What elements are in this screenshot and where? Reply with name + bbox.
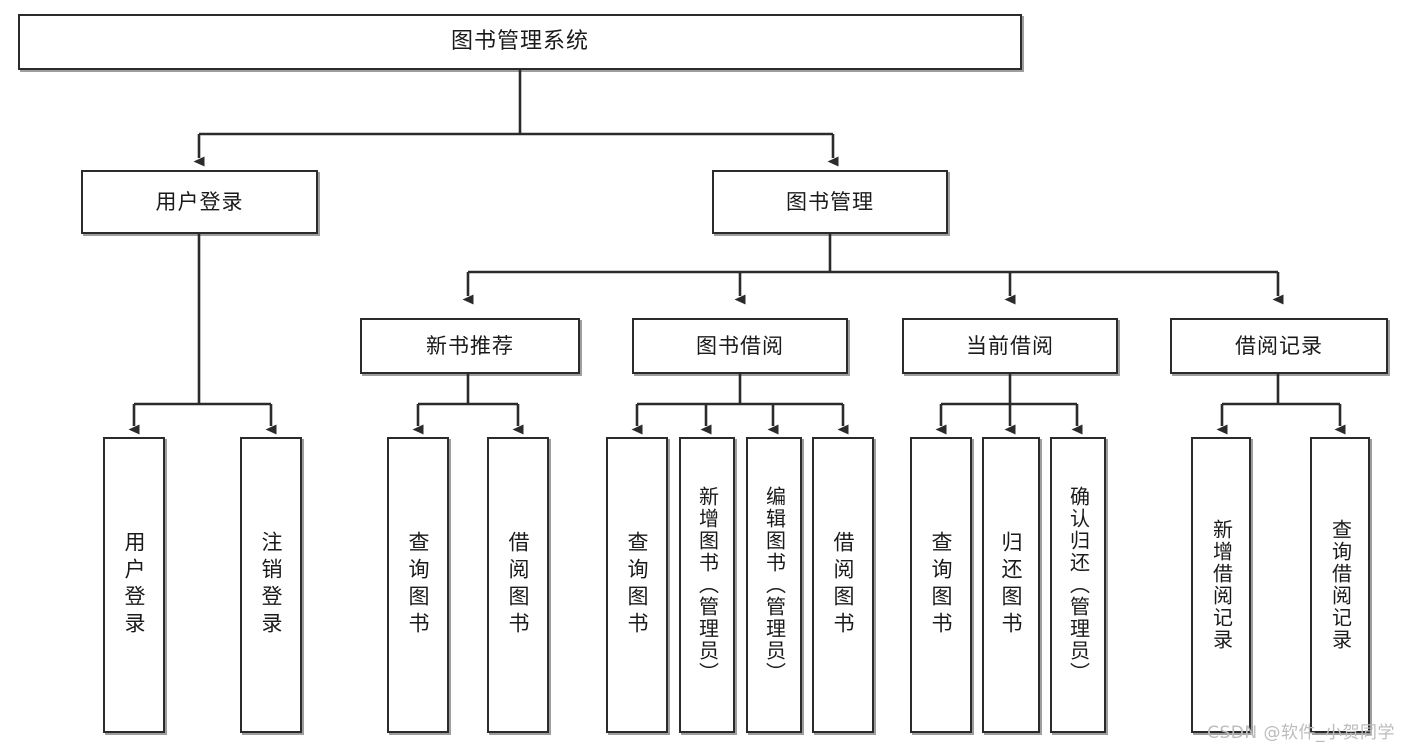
node-label: 注销登录 <box>259 531 284 639</box>
node-label: 图书管理 <box>786 189 874 214</box>
node-label: 借阅图书 <box>506 531 531 639</box>
node-label: 当前借阅 <box>966 333 1054 358</box>
node-label: 用户登录 <box>155 189 244 214</box>
leaf-borrow-book-new-book[interactable]: 借阅图书 <box>487 437 549 733</box>
node-label: 借阅图书 <box>831 531 856 639</box>
node-label: 新增图书（管理员） <box>695 486 720 684</box>
node-label: 归还图书 <box>999 531 1024 639</box>
leaf-query-book-borrow[interactable]: 查询图书 <box>606 437 668 733</box>
leaf-add-borrow-record[interactable]: 新增借阅记录 <box>1191 437 1251 733</box>
node-book-borrow[interactable]: 图书借阅 <box>632 318 848 374</box>
node-new-book-recommend[interactable]: 新书推荐 <box>360 318 580 374</box>
node-label: 新书推荐 <box>426 333 514 358</box>
node-label: 图书借阅 <box>696 333 784 358</box>
leaf-logout[interactable]: 注销登录 <box>240 437 302 733</box>
leaf-query-borrow-record[interactable]: 查询借阅记录 <box>1310 437 1370 733</box>
node-label: 查询图书 <box>625 531 650 639</box>
node-label: 查询借阅记录 <box>1328 519 1353 651</box>
watermark: CSDN @软件_小贺同学 <box>1207 723 1395 743</box>
node-user-login[interactable]: 用户登录 <box>81 170 318 234</box>
leaf-query-book-new-book[interactable]: 查询图书 <box>387 437 449 733</box>
leaf-return-book[interactable]: 归还图书 <box>982 437 1040 733</box>
node-current-borrow[interactable]: 当前借阅 <box>902 318 1118 374</box>
node-label: 编辑图书（管理员） <box>762 486 787 684</box>
leaf-query-book-current[interactable]: 查询图书 <box>910 437 972 733</box>
leaf-user-login[interactable]: 用户登录 <box>103 437 165 733</box>
node-label: 用户登录 <box>122 531 147 639</box>
node-borrow-record[interactable]: 借阅记录 <box>1170 318 1388 374</box>
node-label: 借阅记录 <box>1235 333 1323 358</box>
node-label: 确认归还（管理员） <box>1066 486 1091 684</box>
node-label: 查询图书 <box>406 531 431 639</box>
node-book-management-system[interactable]: 图书管理系统 <box>18 14 1022 70</box>
leaf-add-book-admin[interactable]: 新增图书（管理员） <box>679 437 735 733</box>
node-label: 图书管理系统 <box>450 29 589 55</box>
leaf-edit-book-admin[interactable]: 编辑图书（管理员） <box>746 437 802 733</box>
node-label: 新增借阅记录 <box>1209 519 1234 651</box>
node-label: 查询图书 <box>929 531 954 639</box>
leaf-confirm-return-admin[interactable]: 确认归还（管理员） <box>1050 437 1106 733</box>
node-book-manage[interactable]: 图书管理 <box>712 170 948 234</box>
leaf-borrow-book-borrow[interactable]: 借阅图书 <box>812 437 874 733</box>
